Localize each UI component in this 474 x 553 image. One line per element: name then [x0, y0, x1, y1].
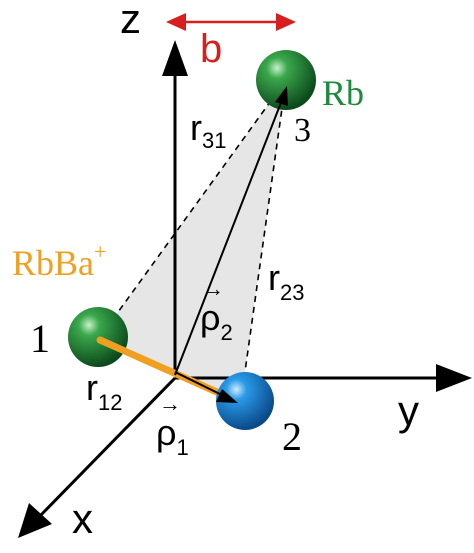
z-axis-arrowhead — [162, 40, 188, 76]
rho2-vector-line — [174, 99, 283, 376]
rho2-label: ρ2 — [200, 297, 233, 345]
rho2-subscript: 2 — [220, 320, 232, 345]
rho1-arrow-accent: → — [159, 391, 181, 416]
y-axis-label: y — [398, 387, 419, 434]
molecule-charge: + — [94, 239, 106, 264]
atom-2-number: 2 — [282, 414, 302, 459]
width-label: b — [200, 27, 222, 71]
molecule-label: RbBa+ — [12, 239, 106, 283]
rho1-vector-line — [174, 371, 227, 398]
y-axis-arrowhead — [436, 364, 472, 392]
rb-atom-label: Rb — [322, 73, 364, 113]
x-axis-arrowhead — [18, 503, 52, 538]
rho1-subscript: 1 — [176, 435, 188, 460]
r12-subscript: 12 — [98, 390, 122, 415]
width-arrow-right-head — [276, 13, 296, 31]
r31-label: r31 — [190, 107, 226, 153]
x-axis — [36, 376, 177, 520]
r31-subscript: 31 — [202, 128, 226, 153]
r23-label: r23 — [268, 257, 304, 305]
rho1-label: ρ1 — [156, 412, 189, 460]
rho2-vector-arrowhead — [275, 86, 288, 106]
rho2-arrow-accent: → — [202, 276, 224, 301]
atom-3-number: 3 — [294, 112, 311, 149]
atom-1-number: 1 — [30, 316, 50, 361]
r23-dashed-line — [240, 79, 287, 401]
atom-1-sphere — [68, 307, 128, 367]
x-axis-label: x — [72, 495, 93, 542]
r23-subscript: 23 — [280, 280, 304, 305]
triangle-plane — [100, 80, 286, 400]
z-axis-label: z — [120, 0, 141, 42]
atom-3-sphere — [256, 50, 316, 110]
rho1-vector-arrowhead — [216, 389, 238, 403]
width-arrow-left-head — [166, 13, 186, 31]
atom-2-sphere — [216, 372, 274, 430]
r12-label: r12 — [86, 367, 122, 415]
r31-dashed-line — [99, 79, 287, 338]
